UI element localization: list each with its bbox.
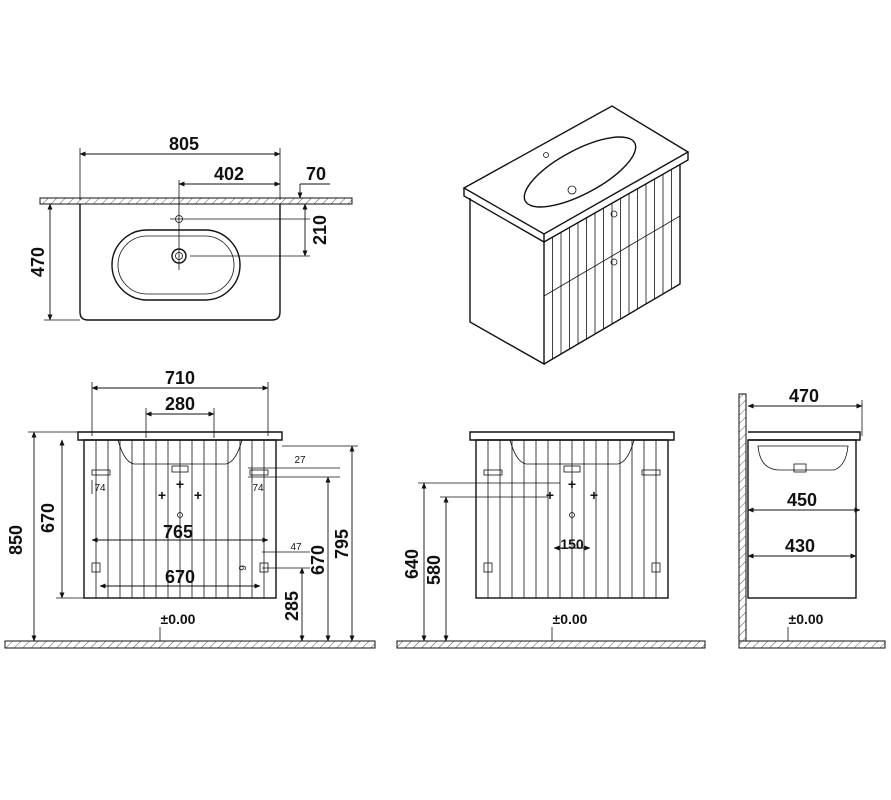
side-fix-mark-1: +: [546, 487, 554, 503]
fix-mark-1: +: [158, 487, 166, 503]
profile-wall-hatch: [738, 393, 747, 642]
iso-top-side-edge: [543, 152, 689, 243]
dim-805-label: 805: [169, 134, 199, 154]
side-fix-mark-2: +: [568, 476, 576, 492]
fix-mark-2: +: [176, 476, 184, 492]
top-wall-hatch: [39, 197, 353, 205]
dim-150-label: 150: [560, 536, 584, 552]
dim-70-label: 70: [306, 164, 326, 184]
side-foot-left: [483, 562, 493, 573]
dim-p430-label: 430: [785, 536, 815, 556]
iso-knob-upper-icon: [610, 210, 618, 218]
profile-bowl: [757, 445, 849, 471]
dim-670v-label: 670: [38, 503, 58, 533]
front-bracket-right: [249, 469, 269, 476]
front-view: + + + 710 280 74 74 27 765 670 47 9: [4, 368, 376, 649]
iso-tap-hole-icon: [543, 152, 549, 158]
side-fluting: [487, 440, 657, 598]
side-siphon: [563, 465, 581, 473]
dim-74-right-label: 74: [252, 483, 264, 494]
top-bowl: [111, 229, 241, 301]
top-bowl-inner: [117, 235, 235, 295]
side-fix-hole-icon: [569, 512, 575, 518]
dim-470-label: 470: [28, 247, 48, 277]
front-fix-hole-icon: [177, 512, 183, 518]
dim-580-label: 580: [424, 555, 444, 585]
dim-710-label: 710: [165, 368, 195, 388]
dim-280-label: 280: [165, 394, 195, 414]
dim-p450-label: 450: [787, 490, 817, 510]
profile-view: 470 450 430 ±0.00: [738, 386, 886, 649]
side-foot-right: [651, 562, 661, 573]
side-worktop: [469, 431, 675, 441]
front-fluting: [95, 440, 265, 598]
profile-floor-hatch: [738, 640, 886, 649]
top-view: 805 402 70 210 470: [28, 134, 353, 321]
front-bracket-left: [91, 469, 111, 476]
dim-402-label: 402: [214, 164, 244, 184]
side-level-label: ±0.00: [553, 611, 588, 627]
side-view: + + + 150 640 580 ±0.00: [396, 431, 706, 649]
side-floor-hatch: [396, 640, 706, 649]
front-foot-right: [259, 562, 269, 573]
dim-74-left-label: 74: [94, 483, 106, 494]
side-fix-mark-3: +: [590, 487, 598, 503]
iso-cabinet-left: [469, 198, 545, 366]
top-basin-outline: [79, 204, 281, 321]
profile-worktop: [748, 431, 861, 441]
front-worktop: [77, 431, 283, 441]
dim-47-label: 47: [290, 542, 302, 553]
profile-siphon: [793, 463, 807, 473]
front-level-label: ±0.00: [161, 611, 196, 627]
dim-p470-label: 470: [789, 386, 819, 406]
iso-fluting: [552, 168, 672, 359]
front-foot-left: [91, 562, 101, 573]
dim-640-label: 640: [402, 549, 422, 579]
dim-795-label: 795: [332, 529, 352, 559]
fix-mark-3: +: [194, 487, 202, 503]
isometric-view: [462, 105, 690, 366]
front-siphon: [171, 465, 189, 473]
iso-cabinet-front: [543, 164, 681, 365]
dim-210-label: 210: [310, 215, 330, 245]
dim-850-label: 850: [6, 525, 26, 555]
iso-knob-lower-icon: [610, 258, 618, 266]
iso-top-front-edge: [463, 188, 545, 244]
dim-765-label: 765: [163, 522, 193, 542]
dim-9-label: 9: [238, 565, 249, 571]
iso-drain-icon: [567, 185, 577, 195]
dim-670h-label: 670: [165, 567, 195, 587]
iso-bowl: [523, 136, 637, 208]
side-bracket-left: [483, 469, 503, 476]
profile-cabinet: [747, 439, 857, 599]
profile-level-label: ±0.00: [789, 611, 824, 627]
front-floor-hatch: [4, 640, 376, 649]
front-bowl-under: [117, 439, 243, 465]
dim-670r-label: 670: [308, 545, 328, 575]
dim-27-label: 27: [294, 455, 306, 466]
side-bowl-under: [509, 439, 635, 465]
dim-285-label: 285: [282, 591, 302, 621]
side-bracket-right: [641, 469, 661, 476]
